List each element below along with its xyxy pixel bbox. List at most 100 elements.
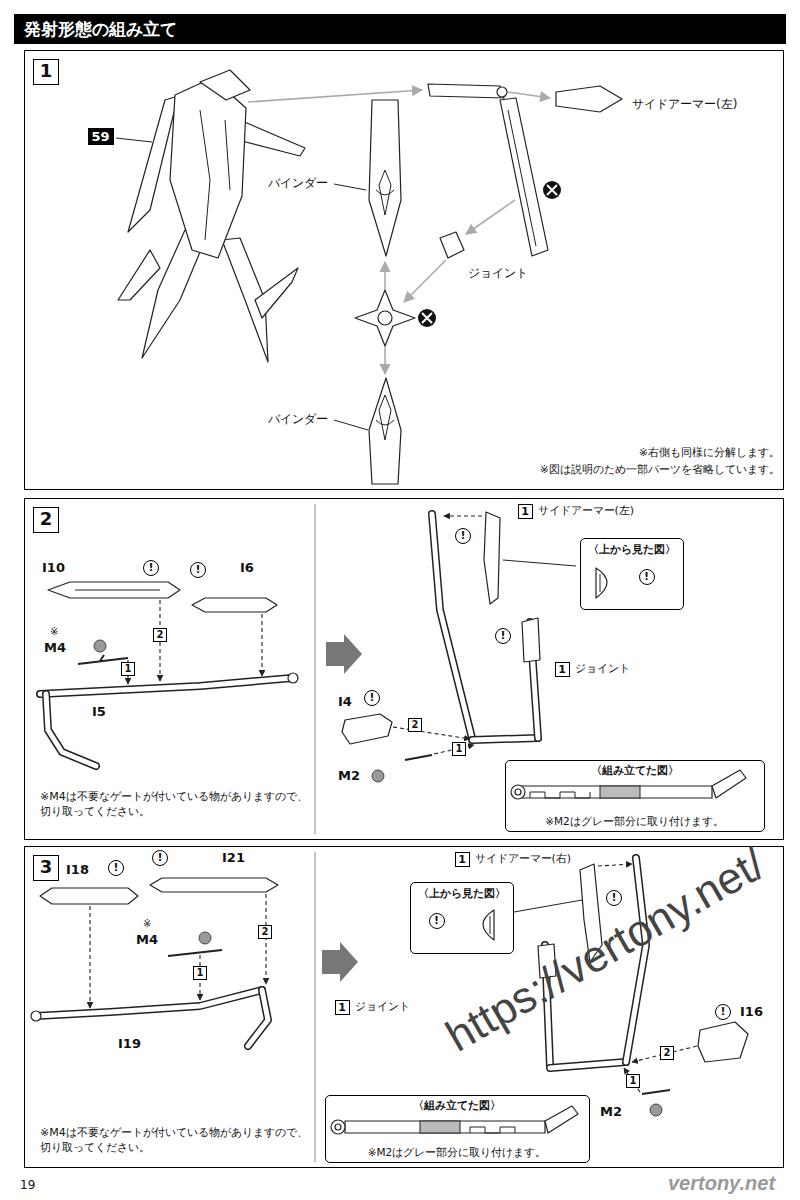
binder-upper bbox=[334, 100, 401, 256]
caution-mark: ! bbox=[143, 560, 159, 576]
view-title: 〈上から見た図〉 bbox=[588, 543, 676, 556]
step3-parts bbox=[248, 990, 268, 1046]
step2-parts bbox=[48, 582, 180, 598]
order-number: 2 bbox=[258, 925, 272, 939]
step3-assembly bbox=[331, 1120, 345, 1134]
part-name: サイドアーマー(左) bbox=[632, 97, 737, 111]
part-code: I10 bbox=[42, 560, 65, 575]
part-code: I16 bbox=[740, 1004, 763, 1019]
step3-assembly bbox=[490, 916, 491, 934]
step3-assembly bbox=[650, 1104, 662, 1116]
order-number: 1 bbox=[555, 662, 570, 677]
arm-part bbox=[428, 84, 504, 98]
caution-mark: ! bbox=[639, 569, 655, 585]
note: ※M2はグレー部分に取り付けます。 bbox=[368, 1146, 547, 1159]
part-name: サイドアーマー(左) bbox=[538, 504, 635, 517]
note: ※M2はグレー部分に取り付けます。 bbox=[545, 815, 724, 828]
step2-assembly bbox=[522, 618, 540, 662]
step2-parts bbox=[94, 640, 106, 652]
step3-parts bbox=[89, 906, 90, 1008]
step3-assembly bbox=[345, 1121, 545, 1133]
star-part bbox=[355, 290, 415, 346]
step2-parts bbox=[261, 614, 262, 676]
step3-parts bbox=[199, 932, 211, 944]
step2-assembly bbox=[596, 568, 607, 598]
step-number: 2 bbox=[33, 507, 59, 533]
mecha-illustration bbox=[238, 120, 305, 156]
step2-assembly bbox=[405, 755, 432, 760]
part-code: M2 bbox=[338, 768, 360, 783]
disassembly-arrow bbox=[404, 260, 446, 302]
step3-parts bbox=[36, 990, 262, 1016]
part-code: I4 bbox=[338, 694, 352, 709]
step2-assembly bbox=[511, 785, 525, 799]
asterisk-mark: ※ bbox=[143, 918, 151, 930]
part-number: 59 bbox=[88, 128, 114, 145]
page-title: 発射形態の組み立て bbox=[14, 14, 786, 44]
watermark: vertony.net bbox=[668, 1172, 775, 1195]
step-panel: 1 59 bbox=[24, 50, 784, 490]
view-title: 〈組み立てた図〉 bbox=[591, 764, 679, 777]
step2-assembly bbox=[342, 714, 392, 744]
part-name: バインダー bbox=[268, 176, 328, 190]
step3-parts bbox=[150, 878, 278, 892]
step2-assembly bbox=[472, 738, 538, 740]
part-code: M2 bbox=[600, 1104, 622, 1119]
step2-assembly bbox=[522, 786, 712, 798]
step2-parts bbox=[288, 673, 298, 683]
note: ※M4は不要なゲートが付いている物がありますので、切り取ってください。 bbox=[40, 790, 315, 820]
detail-view-box: 〈上から見た図〉! bbox=[410, 882, 514, 954]
step3-parts bbox=[31, 878, 278, 1046]
part-code: I6 bbox=[240, 560, 254, 575]
disassembly-arrow bbox=[248, 90, 422, 102]
step2-assembly bbox=[372, 770, 384, 782]
binder-upper bbox=[334, 184, 366, 190]
order-number: 1 bbox=[518, 504, 533, 519]
disassembly-arrow bbox=[384, 346, 386, 374]
step3-assembly bbox=[632, 1046, 697, 1062]
step3-assembly bbox=[420, 1121, 460, 1133]
step3-assembly bbox=[483, 910, 494, 940]
step2-parts bbox=[75, 590, 160, 591]
asterisk-mark: ※ bbox=[50, 626, 58, 638]
step2-assembly bbox=[432, 514, 472, 738]
detail-view-box: 〈組み立てた図〉※M2はグレー部分に取り付けます。 bbox=[325, 1095, 590, 1163]
binder-lower bbox=[334, 378, 401, 484]
step2-assembly bbox=[342, 512, 746, 799]
part-code: M4 bbox=[136, 932, 158, 947]
mecha-illustration bbox=[118, 250, 160, 300]
remove-mark bbox=[547, 185, 557, 195]
step2-assembly bbox=[712, 770, 746, 798]
step3-assembly bbox=[642, 1090, 670, 1094]
mecha-illustration bbox=[116, 70, 305, 362]
step2-parts bbox=[40, 678, 292, 694]
view-title: 〈上から見た図〉 bbox=[418, 887, 506, 900]
order-number: 1 bbox=[452, 742, 466, 756]
mecha-illustration bbox=[200, 110, 210, 240]
mecha-illustration bbox=[255, 268, 298, 318]
order-number: 1 bbox=[193, 966, 207, 980]
step3-parts bbox=[248, 990, 268, 1046]
part-name: サイドアーマー(右) bbox=[475, 852, 572, 865]
panel-divider bbox=[315, 504, 316, 834]
remove-mark bbox=[418, 181, 561, 327]
order-number: 1 bbox=[121, 662, 135, 676]
step3-assembly bbox=[514, 900, 582, 912]
mecha-illustration bbox=[170, 78, 246, 258]
step2-parts bbox=[46, 694, 96, 766]
step2-assembly bbox=[393, 727, 470, 739]
disassembly-arrow bbox=[384, 262, 386, 290]
page-number: 19 bbox=[20, 1178, 35, 1192]
part-callout: 1サイドアーマー(右) bbox=[455, 852, 572, 867]
arm-part bbox=[440, 232, 464, 258]
binder-lower bbox=[376, 395, 394, 440]
step-arrow bbox=[326, 634, 362, 674]
step3-assembly bbox=[598, 864, 632, 866]
step-number: 1 bbox=[33, 59, 59, 85]
arm-part bbox=[428, 84, 622, 258]
remove-mark bbox=[422, 313, 432, 323]
disassembly-arrow bbox=[248, 90, 550, 374]
part-name: ジョイント bbox=[355, 1000, 410, 1013]
step3-parts bbox=[40, 888, 138, 904]
